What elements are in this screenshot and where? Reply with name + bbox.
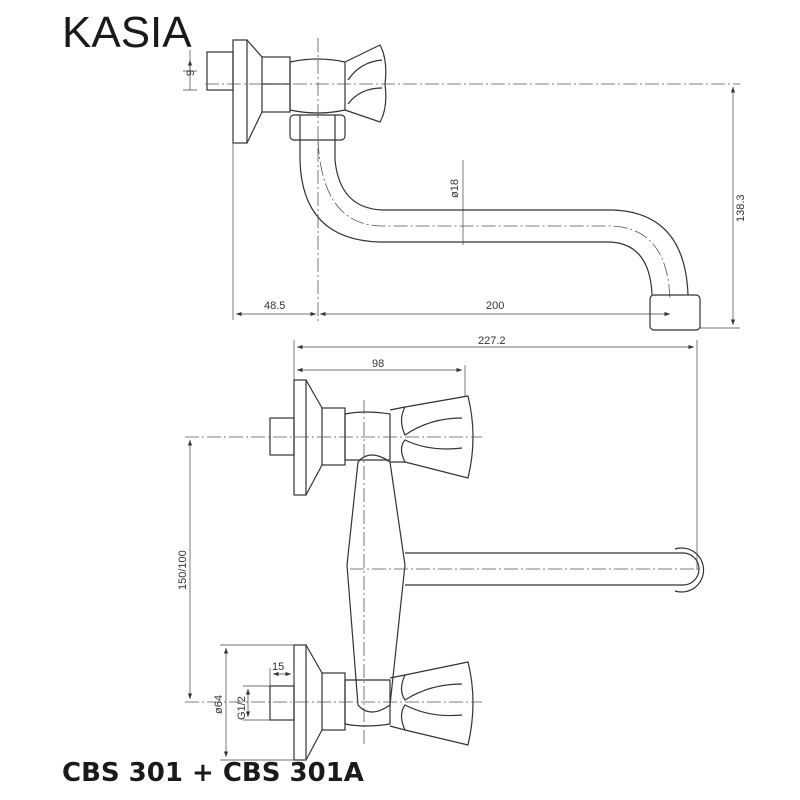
side-view: 9 ø18 48.5 200 138.3	[183, 38, 747, 331]
dim-thread-offset: 9	[185, 70, 197, 76]
dim-wall-to-axis: 48.5	[264, 300, 285, 312]
dim-flange-diameter: ø64	[213, 695, 225, 714]
dim-thread: G1/2	[236, 696, 248, 720]
dim-spout-reach: 200	[486, 300, 504, 312]
dim-height: 138.3	[735, 194, 747, 222]
dim-stub-length: 15	[272, 661, 284, 673]
model-number: CBS 301 + CBS 301A	[62, 758, 364, 788]
dim-total-length: 227.2	[478, 335, 506, 347]
brand-title: KASIA	[62, 8, 192, 57]
dim-pipe-diameter: ø18	[449, 179, 461, 198]
top-view: 227.2 98	[177, 335, 705, 761]
dim-body-depth: 98	[372, 358, 384, 370]
dim-spacing: 150/100	[177, 550, 189, 590]
